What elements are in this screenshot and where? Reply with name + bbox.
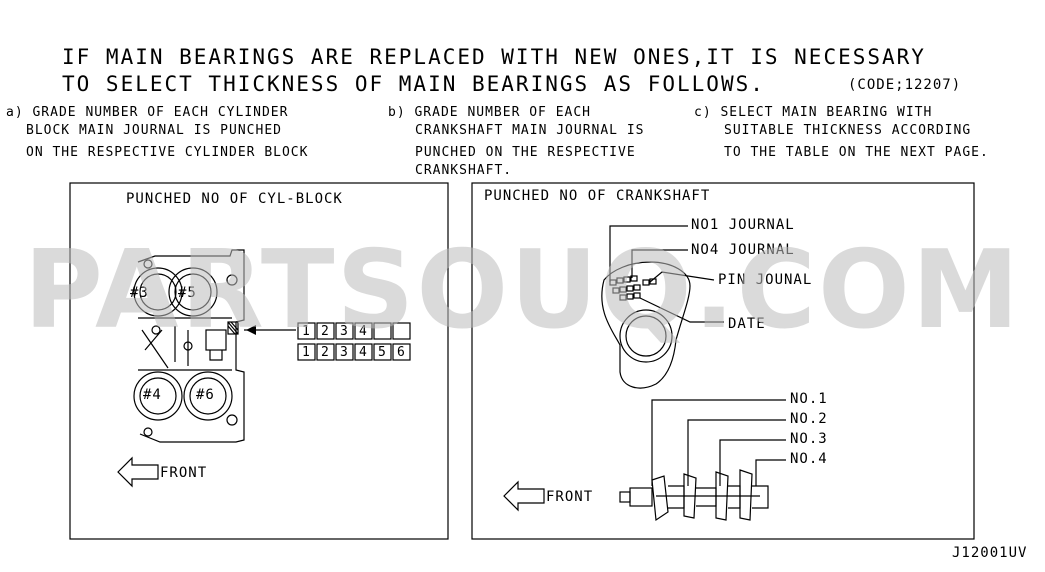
journal-no3-label: NO.3	[790, 431, 828, 447]
journal-no1-leader	[651, 399, 786, 486]
block-pointer-arrowhead-icon	[246, 325, 256, 335]
block-box-r1-2: 2	[321, 324, 330, 339]
header-line-1: IF MAIN BEARINGS ARE REPLACED WITH NEW O…	[62, 45, 926, 69]
watermark: PARTSOUQ.COM	[23, 228, 1022, 353]
header-line-2: TO SELECT THICKNESS OF MAIN BEARINGS AS …	[62, 72, 765, 96]
cylinder-5-label: #5	[178, 285, 197, 301]
journal-no3-leader	[719, 439, 786, 486]
step-a-line-3: ON THE RESPECTIVE CYLINDER BLOCK	[26, 145, 309, 160]
cylinder-3-label: #3	[130, 285, 149, 301]
left-panel-title: PUNCHED NO OF CYL-BLOCK	[126, 191, 343, 207]
block-box-r1-4: 4	[359, 324, 368, 339]
block-box-r2-1: 1	[302, 345, 311, 360]
block-box-r1-3: 3	[340, 324, 349, 339]
right-front-arrow-icon	[503, 480, 545, 512]
step-c-line-1: c) SELECT MAIN BEARING WITH	[694, 105, 933, 120]
right-panel-frame	[471, 182, 975, 540]
step-b-line-3: PUNCHED ON THE RESPECTIVE	[415, 145, 636, 160]
journal-no4-label: NO.4	[790, 451, 828, 467]
cylinder-4-label: #4	[143, 387, 162, 403]
figure-id: J12001UV	[952, 545, 1028, 561]
right-panel-title: PUNCHED NO OF CRANKSHAFT	[484, 188, 711, 204]
journal-no2-leader	[687, 419, 786, 486]
pin-journal-leader	[649, 271, 715, 283]
left-front-arrow-icon	[117, 456, 159, 488]
cylinder-block-drawing	[133, 249, 245, 443]
no4-journal-leader	[631, 249, 688, 278]
journal-no4-leader	[755, 459, 786, 486]
block-box-r2-4: 4	[359, 345, 368, 360]
block-box-r2-2: 2	[321, 345, 330, 360]
date-label: DATE	[728, 316, 766, 332]
step-b-line-2: CRANKSHAFT MAIN JOURNAL IS	[415, 123, 645, 138]
step-a-line-1: a) GRADE NUMBER OF EACH CYLINDER	[6, 105, 289, 120]
left-panel-frame	[69, 182, 449, 540]
step-c-line-2: SUITABLE THICKNESS ACCORDING	[724, 123, 972, 138]
left-front-label: FRONT	[160, 465, 208, 481]
step-a-line-2: BLOCK MAIN JOURNAL IS PUNCHED	[26, 123, 282, 138]
journal-no2-label: NO.2	[790, 411, 828, 427]
journal-no1-label: NO.1	[790, 391, 828, 407]
crankshaft-end-drawing	[601, 261, 691, 389]
no4-journal-label: NO4 JOURNAL	[691, 242, 795, 258]
crankshaft-drawing	[619, 469, 769, 522]
step-b-line-4: CRANKSHAFT.	[415, 163, 513, 178]
block-number-boxes	[297, 322, 411, 361]
date-leader	[639, 297, 724, 323]
pin-journal-label: PIN JOUNAL	[718, 272, 813, 288]
code-label: (CODE;12207)	[848, 77, 962, 93]
no1-journal-leader	[609, 225, 688, 282]
block-box-r1-1: 1	[302, 324, 311, 339]
block-box-r2-6: 6	[397, 345, 406, 360]
step-b-line-1: b) GRADE NUMBER OF EACH	[388, 105, 592, 120]
cylinder-6-label: #6	[196, 387, 215, 403]
right-front-label: FRONT	[546, 489, 594, 505]
block-box-r2-5: 5	[378, 345, 387, 360]
block-box-r2-3: 3	[340, 345, 349, 360]
step-c-line-3: TO THE TABLE ON THE NEXT PAGE.	[724, 145, 989, 160]
no1-journal-label: NO1 JOURNAL	[691, 217, 795, 233]
